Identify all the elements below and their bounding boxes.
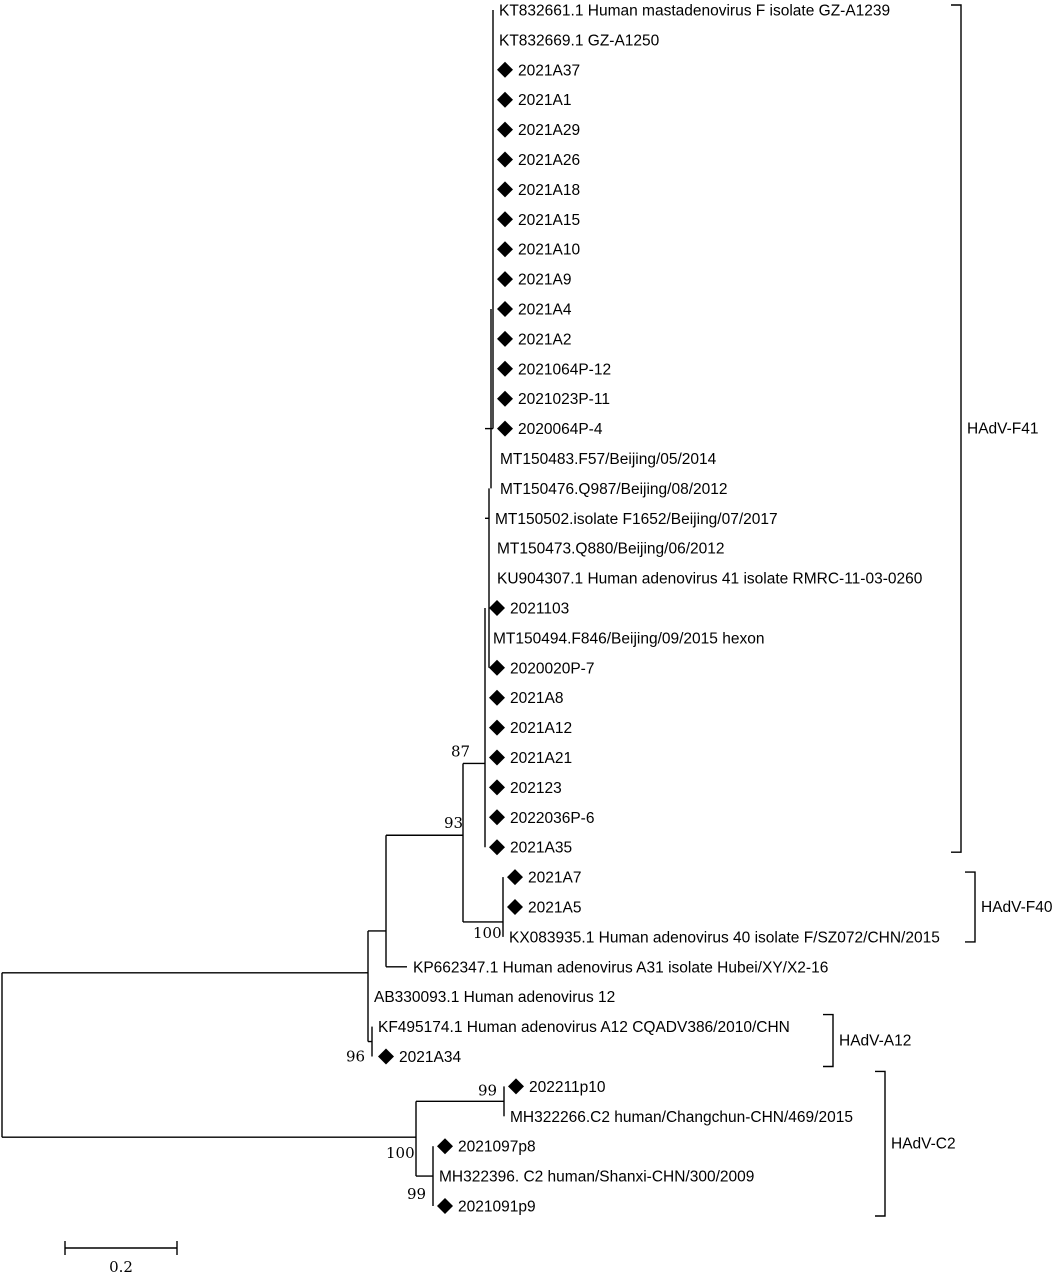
- leaf-marker-diamond-icon: [497, 91, 513, 108]
- leaf-label: MT150483.F57/Beijing/05/2014: [500, 451, 717, 468]
- tree-leaves: KT832661.1 Human mastadenovirus F isolat…: [374, 3, 940, 1216]
- leaf-label: 2022036P-6: [510, 810, 594, 827]
- leaf-marker-diamond-icon: [489, 839, 505, 856]
- leaf-label: 2021A15: [518, 212, 580, 229]
- leaf-marker-diamond-icon: [507, 869, 523, 886]
- leaf-marker-diamond-icon: [497, 360, 513, 377]
- clade-bracket: [875, 1070, 886, 1217]
- clade-label: HAdV-A12: [839, 1033, 911, 1050]
- bootstrap-value: 100: [386, 1144, 415, 1162]
- leaf-label: 2021103: [510, 601, 569, 618]
- bootstrap-value: 87: [451, 742, 470, 760]
- leaf-marker-diamond-icon: [508, 1078, 524, 1095]
- bootstrap-values: 87 93 100 96 99 100 99: [346, 742, 502, 1203]
- leaf-marker-diamond-icon: [497, 61, 513, 78]
- leaf-marker-diamond-icon: [497, 330, 513, 347]
- leaf-label: 2021A21: [510, 750, 572, 767]
- leaf-label: MH322266.C2 human/Changchun-CHN/469/2015: [510, 1109, 853, 1126]
- leaf-label: MT150476.Q987/Beijing/08/2012: [500, 481, 728, 498]
- clade-bracket: [823, 1013, 834, 1068]
- scale-bar-label: 0.2: [109, 1258, 133, 1276]
- leaf-label: 2021A2: [518, 331, 571, 348]
- leaf-marker-diamond-icon: [497, 301, 513, 317]
- leaf-label: KP662347.1 Human adenovirus A31 isolate …: [413, 959, 828, 976]
- leaf-label: AB330093.1 Human adenovirus 12: [374, 989, 615, 1006]
- leaf-label: MT150473.Q880/Beijing/06/2012: [497, 541, 725, 558]
- leaf-label: KT832661.1 Human mastadenovirus F isolat…: [499, 3, 890, 20]
- bootstrap-value: 96: [346, 1048, 365, 1066]
- leaf-label: 2021A26: [518, 152, 580, 169]
- clade-label: HAdV-F40: [981, 899, 1052, 916]
- leaf-label: 2021A18: [518, 182, 580, 199]
- leaf-label: KF495174.1 Human adenovirus A12 CQADV386…: [378, 1019, 790, 1036]
- leaf-label: 2021A10: [518, 242, 580, 259]
- leaf-label: 202123: [510, 780, 562, 797]
- bootstrap-value: 100: [473, 924, 502, 942]
- leaf-marker-diamond-icon: [497, 211, 513, 228]
- leaf-label: 2021A9: [518, 272, 571, 289]
- tree-branches: [1, 10, 505, 1206]
- clade-label: HAdV-C2: [891, 1136, 956, 1153]
- leaf-marker-diamond-icon: [497, 420, 513, 437]
- clade-bracket: [965, 871, 976, 943]
- scale-bar: 0.2: [64, 1241, 178, 1276]
- bootstrap-value: 99: [407, 1185, 426, 1203]
- leaf-label: 2021097p8: [458, 1139, 536, 1156]
- clade-label: HAdV-F41: [967, 421, 1039, 438]
- leaf-label: MT150502.isolate F1652/Beijing/07/2017: [495, 511, 778, 528]
- leaf-label: 2021091p9: [458, 1199, 536, 1216]
- leaf-marker-diamond-icon: [489, 779, 505, 796]
- leaf-label: 2021A35: [510, 840, 572, 857]
- leaf-label: 2020020P-7: [510, 660, 594, 677]
- leaf-label: 2021A5: [528, 900, 581, 917]
- leaf-label: 2021A37: [518, 62, 580, 79]
- leaf-marker-diamond-icon: [489, 600, 505, 616]
- leaf-label: KX083935.1 Human adenovirus 40 isolate F…: [509, 929, 940, 946]
- leaf-label: 2021064P-12: [518, 361, 611, 378]
- leaf-label: 2021023P-11: [518, 391, 610, 408]
- leaf-marker-diamond-icon: [497, 151, 513, 168]
- leaf-marker-diamond-icon: [437, 1198, 453, 1214]
- leaf-marker-diamond-icon: [489, 719, 505, 736]
- leaf-label: 2021A1: [518, 92, 571, 109]
- leaf-marker-diamond-icon: [497, 181, 513, 198]
- leaf-marker-diamond-icon: [497, 390, 513, 407]
- leaf-label: 2021A12: [510, 720, 572, 737]
- leaf-label: MH322396. C2 human/Shanxi-CHN/300/2009: [439, 1169, 754, 1186]
- leaf-label: MT150494.F846/Beijing/09/2015 hexon: [493, 630, 764, 647]
- leaf-label: KT832669.1 GZ-A1250: [499, 32, 660, 49]
- leaf-marker-diamond-icon: [437, 1138, 453, 1155]
- leaf-marker-diamond-icon: [507, 899, 523, 915]
- leaf-marker-diamond-icon: [489, 659, 505, 676]
- leaf-marker-diamond-icon: [489, 749, 505, 766]
- leaf-marker-diamond-icon: [489, 689, 505, 706]
- leaf-marker-diamond-icon: [497, 241, 513, 258]
- bootstrap-value: 93: [444, 814, 463, 832]
- leaf-label: 2021A8: [510, 690, 563, 707]
- leaf-label: 2021A34: [399, 1049, 461, 1066]
- leaf-label: KU904307.1 Human adenovirus 41 isolate R…: [497, 571, 923, 588]
- leaf-marker-diamond-icon: [497, 121, 513, 138]
- leaf-label: 202211p10: [529, 1079, 606, 1096]
- leaf-label: 2021A29: [518, 122, 580, 139]
- leaf-marker-diamond-icon: [497, 271, 513, 288]
- bootstrap-value: 99: [478, 1081, 497, 1099]
- leaf-label: 2021A4: [518, 302, 572, 319]
- leaf-marker-diamond-icon: [489, 809, 505, 826]
- clade-bracket: [951, 4, 962, 853]
- leaf-label: 2020064P-4: [518, 421, 603, 438]
- leaf-label: 2021A7: [528, 870, 581, 887]
- leaf-marker-diamond-icon: [378, 1048, 394, 1065]
